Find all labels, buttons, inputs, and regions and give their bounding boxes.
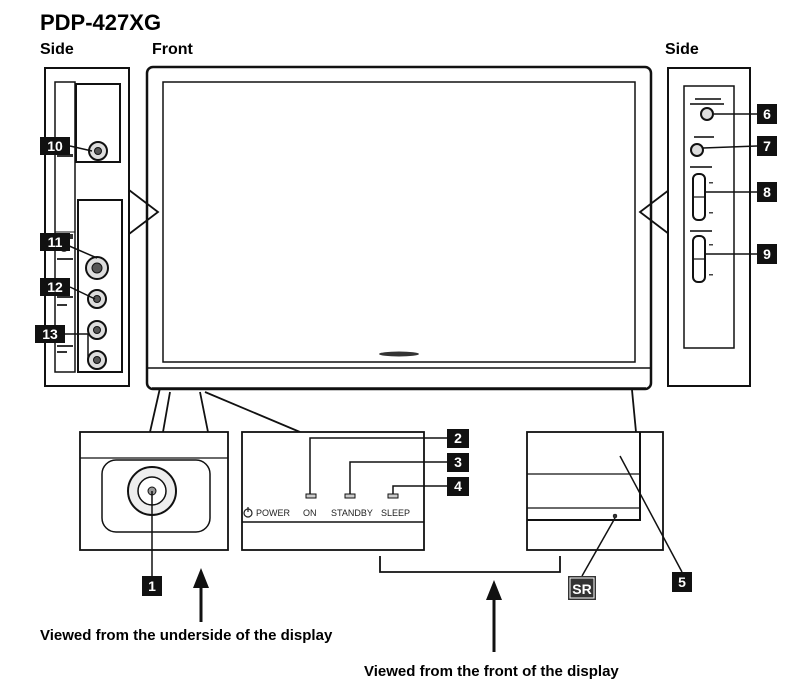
indicator-detail (204, 391, 425, 551)
indicator-label-power: POWER (256, 508, 291, 518)
right-panel-decor (690, 98, 724, 276)
svg-text:11: 11 (48, 234, 63, 250)
badge-4: 4 (447, 477, 469, 496)
pioneer-logo (379, 351, 419, 357)
caption-front: Viewed from the front of the display (364, 663, 619, 680)
svg-text:1: 1 (148, 578, 156, 594)
badge-10: 10 (40, 137, 70, 155)
heading-side-left: Side (40, 41, 74, 58)
badge-1: 1 (142, 576, 162, 596)
front-display (145, 65, 653, 391)
underside-detail (79, 387, 229, 551)
svg-text:4: 4 (454, 478, 462, 494)
badge-2: 2 (447, 429, 469, 448)
svg-text:8: 8 (763, 184, 771, 200)
badge-9: 9 (757, 244, 777, 264)
power-icon (243, 507, 253, 518)
heading-front: Front (152, 41, 194, 58)
svg-text:2: 2 (454, 430, 462, 446)
heading-side-right: Side (665, 41, 699, 58)
svg-text:SR: SR (572, 581, 591, 597)
arrow-front (486, 580, 502, 652)
badge-3: 3 (447, 453, 469, 472)
leader-lines (59, 113, 758, 577)
badge-13: 13 (35, 325, 65, 343)
indicator-label-standby: STANDBY (331, 508, 373, 518)
badge-11: 11 (40, 233, 70, 251)
caption-underside: Viewed from the underside of the display (40, 627, 333, 644)
panel-notches (128, 189, 670, 235)
svg-text:10: 10 (47, 138, 63, 154)
svg-text:3: 3 (454, 454, 462, 470)
svg-text:7: 7 (763, 138, 771, 154)
badge-8: 8 (757, 182, 777, 202)
svg-text:13: 13 (42, 326, 58, 342)
arrow-underside (193, 568, 209, 622)
sensor-detail (526, 389, 664, 551)
badge-7: 7 (757, 136, 777, 156)
indicator-label-on: ON (303, 508, 317, 518)
svg-text:9: 9 (763, 246, 771, 262)
indicator-label-sleep: SLEEP (381, 508, 410, 518)
model-title: PDP-427XG (40, 10, 161, 35)
svg-text:12: 12 (47, 279, 63, 295)
sr-badge: SR (568, 576, 596, 600)
svg-text:5: 5 (678, 574, 686, 590)
badge-12: 12 (40, 278, 70, 296)
right-side-panel (667, 67, 751, 387)
front-view-bracket (379, 556, 561, 573)
badge-5: 5 (672, 572, 692, 592)
badge-6: 6 (757, 104, 777, 124)
svg-text:6: 6 (763, 106, 771, 122)
